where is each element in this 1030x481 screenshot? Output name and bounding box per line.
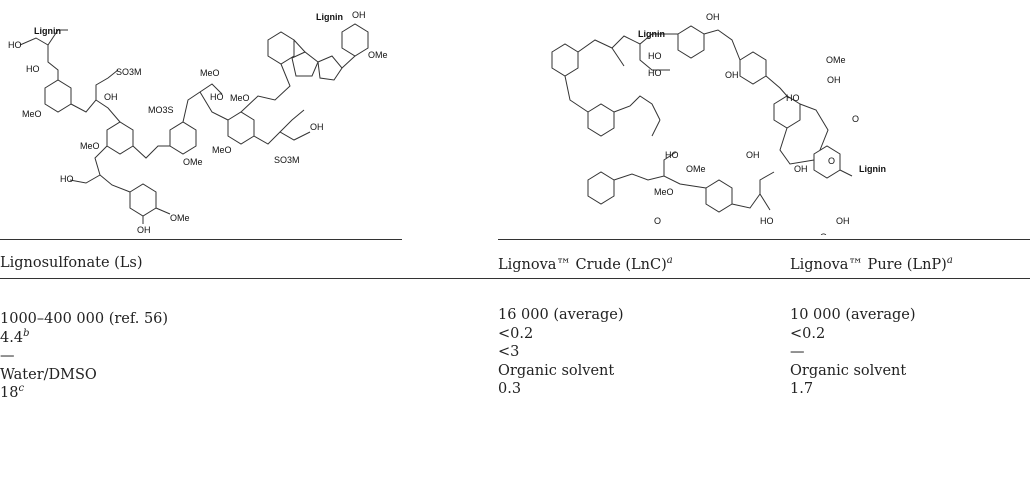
ln-label-10: OMe <box>686 164 706 174</box>
ls-label-3: HO <box>26 64 40 74</box>
cell-lnc-2: <3 <box>498 343 624 362</box>
ls-label-19: OH <box>310 122 324 132</box>
ls-label-4: SO3M <box>116 67 142 77</box>
ln-label-18: OH <box>836 216 850 226</box>
cell-ls-4-sup: c <box>18 383 25 394</box>
column-ls: 1000–400 000 (ref. 56) 4.4b — Water/DMSO… <box>0 306 169 401</box>
ls-label-17: OMe <box>170 213 190 223</box>
cell-lnp-2: — <box>790 343 916 362</box>
cell-lnc-4-text: 0.3 <box>498 381 522 397</box>
lignosulfonate-structure-drawing <box>19 23 369 224</box>
cell-ls-0-text: 1000–400 000 (ref. 56) <box>0 310 169 327</box>
cell-lnp-2-text: — <box>790 344 805 360</box>
cell-ls-1-sup: b <box>23 327 30 339</box>
cell-lnp-3: Organic solvent <box>790 362 916 381</box>
ln-label-13: O <box>828 156 835 166</box>
ls-label-18: OH <box>137 225 151 235</box>
cell-lnp-3-text: Organic solvent <box>790 362 907 379</box>
cell-ls-1: 4.4b <box>0 325 168 346</box>
ln-label-11: O <box>852 114 859 124</box>
ls-label-20: OMe <box>183 157 203 167</box>
lignova-structure-drawing <box>551 25 853 213</box>
ls-label-0: Lignin <box>34 26 61 36</box>
ln-label-16: O <box>654 216 661 226</box>
ls-label-12: MeO <box>230 93 250 103</box>
ls-label-11: OH <box>352 10 366 20</box>
cell-lnc-3-text: Organic solvent <box>498 362 615 379</box>
ln-label-7: HO <box>786 93 800 103</box>
cell-lnp-1-text: <0.2 <box>790 325 826 342</box>
ln-label-9: OH <box>746 150 760 160</box>
cell-lnc-1: <0.2 <box>498 325 624 344</box>
cell-ls-2: — <box>0 343 168 364</box>
ln-label-5: OH <box>725 70 739 80</box>
table-top-rule-right <box>498 239 1030 240</box>
ln-label-1: OH <box>706 12 720 22</box>
ln-label-2: HO <box>648 51 662 61</box>
cell-ls-4: 18c <box>0 380 168 401</box>
ls-label-14: MeO <box>212 145 232 155</box>
ls-label-6: MeO <box>22 109 42 119</box>
ls-label-16: HO <box>60 174 74 184</box>
header-lnc-text: Lignova™ Crude (LnC) <box>498 256 667 273</box>
ln-label-4: OMe <box>826 55 846 65</box>
ls-label-7: MeO <box>200 68 220 78</box>
ln-label-6: OH <box>827 75 841 85</box>
lignova-structure: Lignin OH HO HO OMe OH OH HO HO OH OMe O… <box>540 0 970 235</box>
column-lnc: 16 000 (average) <0.2 <3 Organic solvent… <box>498 306 624 399</box>
ln-label-3: HO <box>648 68 662 78</box>
cell-lnc-4: 0.3 <box>498 380 624 399</box>
cell-lnp-0: 10 000 (average) <box>790 306 916 325</box>
cell-lnc-0-text: 16 000 (average) <box>498 307 624 323</box>
cell-lnc-1-text: <0.2 <box>498 325 534 342</box>
cell-lnp-4: 1.7 <box>790 380 916 399</box>
cell-ls-4-text: 18 <box>0 384 19 401</box>
ls-label-9: HO <box>210 92 224 102</box>
ls-label-8: MO3S <box>148 105 174 115</box>
ls-label-13: OMe <box>368 50 388 60</box>
ln-label-15: Lignin <box>859 164 886 174</box>
ln-label-17: HO <box>760 216 774 226</box>
ls-label-15: SO3M <box>274 155 300 165</box>
cell-ls-0: 1000–400 000 (ref. 56) <box>0 306 169 327</box>
header-bottom-rule <box>0 278 1030 279</box>
ln-label-14: OH <box>794 164 808 174</box>
header-lnp: Lignova™ Pure (LnP)a <box>790 255 953 273</box>
ls-label-5: OH <box>104 92 118 102</box>
cell-lnc-3: Organic solvent <box>498 362 624 381</box>
ls-label-1: Lignin <box>316 12 343 22</box>
cell-lnc-0: 16 000 (average) <box>498 306 624 325</box>
cell-ls-1-text: 4.4 <box>0 329 24 346</box>
ls-label-10: MeO <box>80 141 100 151</box>
header-lnp-text: Lignova™ Pure (LnP) <box>790 256 947 273</box>
cell-lnp-1: <0.2 <box>790 325 916 344</box>
lignosulfonate-structure: Lignin Lignin HO HO SO3M OH MeO MeO MO3S… <box>0 0 400 235</box>
ls-label-2: HO <box>8 40 22 50</box>
ln-label-0: Lignin <box>638 29 665 39</box>
ln-label-8: HO <box>665 150 679 160</box>
header-lnc: Lignova™ Crude (LnC)a <box>498 255 673 273</box>
cell-lnc-2-text: <3 <box>498 344 520 360</box>
header-ls-text: Lignosulfonate (Ls) <box>0 255 143 271</box>
cell-ls-3: Water/DMSO <box>0 362 168 383</box>
ln-label-12: MeO <box>654 187 674 197</box>
cell-lnp-4-text: 1.7 <box>790 381 814 397</box>
table-top-rule-left <box>0 239 402 240</box>
header-lnc-footnote: a <box>666 255 673 266</box>
cell-ls-3-text: Water/DMSO <box>0 366 97 383</box>
ln-label-20: O <box>820 232 827 235</box>
cell-lnp-0-text: 10 000 (average) <box>790 307 916 323</box>
cell-ls-2-text: — <box>0 347 15 364</box>
header-lnp-footnote: a <box>946 255 953 266</box>
column-lnp: 10 000 (average) <0.2 — Organic solvent … <box>790 306 916 399</box>
header-ls: Lignosulfonate (Ls) <box>0 255 143 271</box>
